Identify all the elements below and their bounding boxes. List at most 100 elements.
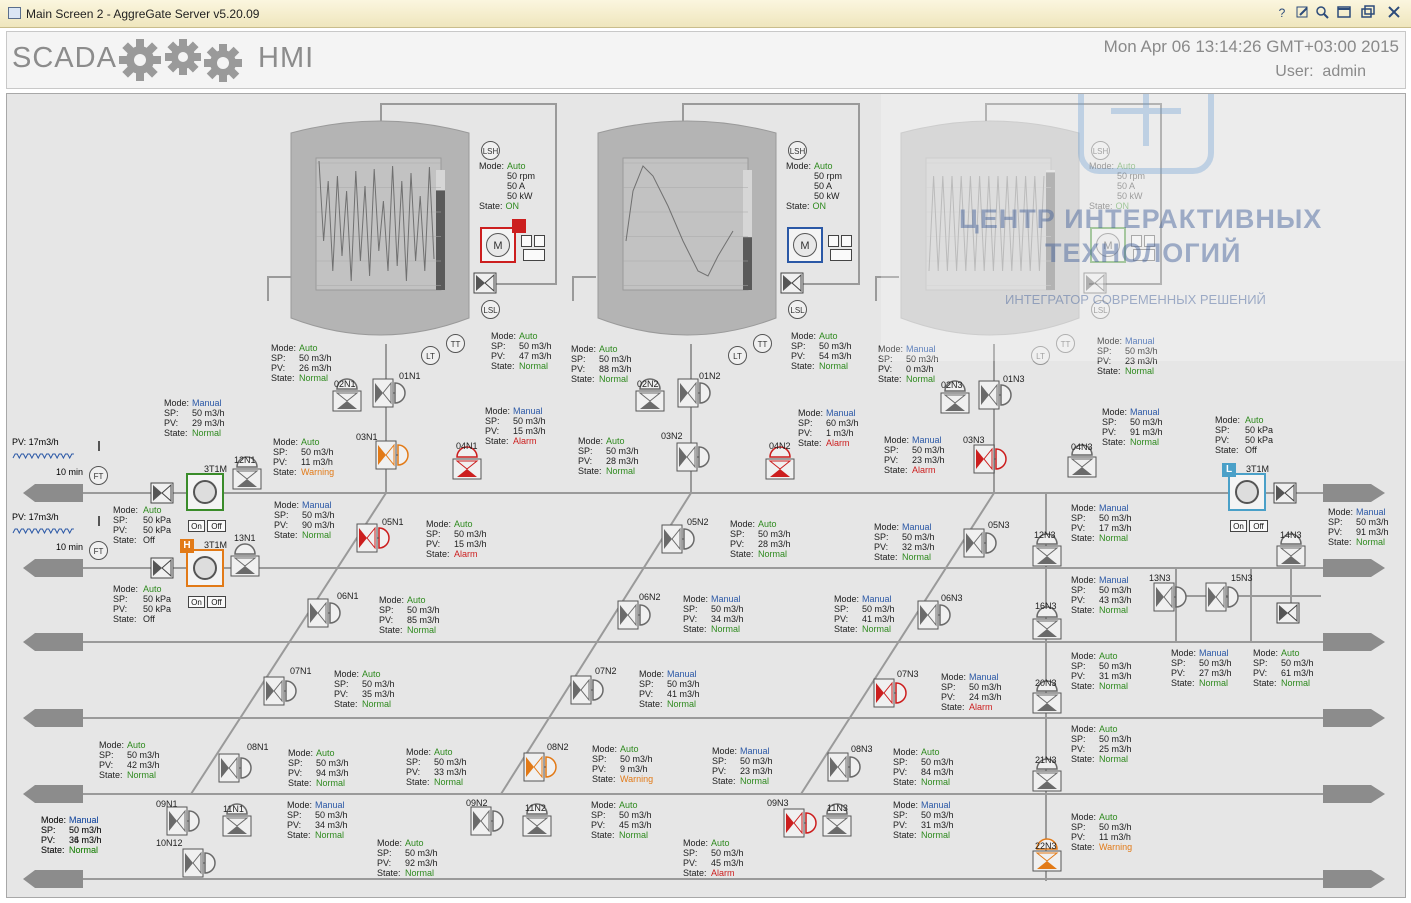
recirc-valve[interactable] <box>1083 272 1107 294</box>
motor-mode-value: Auto <box>814 161 833 171</box>
valve-02n1[interactable] <box>332 378 362 412</box>
tank-trend-line <box>625 165 734 277</box>
valve-08n3[interactable] <box>827 752 861 782</box>
recirc-valve[interactable] <box>473 272 497 294</box>
valve-09n3[interactable] <box>783 808 817 838</box>
valve-mode-value: Manual <box>513 406 543 416</box>
tank-motor[interactable]: M <box>480 227 516 263</box>
pump-off-button[interactable]: Off <box>207 596 226 608</box>
valve-03n2[interactable] <box>676 442 710 472</box>
motor-b2-button[interactable] <box>841 235 852 247</box>
motor-icon: M <box>793 233 817 257</box>
valve-07n3[interactable] <box>873 678 907 708</box>
valve-08n2[interactable] <box>523 752 557 782</box>
motor-b2-button[interactable] <box>534 235 545 247</box>
state-label: State: <box>874 552 898 562</box>
valve-12n1[interactable] <box>232 456 262 490</box>
edit-icon[interactable] <box>1293 5 1311 22</box>
help-icon[interactable]: ? <box>1278 6 1286 20</box>
maximize-icon[interactable] <box>1335 5 1353 22</box>
valve-05n3[interactable] <box>963 528 997 558</box>
valve-15n3[interactable] <box>1205 582 1239 612</box>
motor-amps-value: 50 A <box>507 181 526 191</box>
valve-06n1[interactable] <box>307 598 341 628</box>
motor-b2-button[interactable] <box>1144 235 1155 247</box>
tank-t3 <box>900 120 1080 336</box>
valve-01n1[interactable] <box>372 378 406 408</box>
motor-b1-button[interactable] <box>521 235 532 247</box>
tank-motor[interactable]: M <box>1090 227 1126 263</box>
motor-b3-button[interactable] <box>523 249 545 261</box>
valve-07n1[interactable] <box>263 676 297 706</box>
restore-icon[interactable] <box>1359 5 1377 22</box>
valve-13n3[interactable] <box>1153 582 1187 612</box>
pump-off-button[interactable]: Off <box>1249 520 1268 532</box>
state-label: State: <box>730 549 754 559</box>
valve-id-label: 08N2 <box>547 742 569 752</box>
zoom-icon[interactable] <box>1313 5 1331 22</box>
check-valve[interactable] <box>1276 602 1300 624</box>
check-valve[interactable] <box>1273 482 1297 504</box>
valve-14n3[interactable] <box>1276 533 1306 567</box>
valve-01n2[interactable] <box>677 378 711 408</box>
pump-on-button[interactable]: On <box>1230 520 1247 532</box>
pump-off-button[interactable]: Off <box>207 520 226 532</box>
check-valve[interactable] <box>150 482 174 504</box>
valve-13n1[interactable] <box>230 543 260 577</box>
valve-08n1[interactable] <box>218 753 252 783</box>
outlet-arrow <box>1323 633 1385 651</box>
pump-on-button[interactable]: On <box>188 596 205 608</box>
valve-11n1[interactable] <box>222 803 252 837</box>
valve-mode-value: Manual <box>826 408 856 418</box>
pump-3[interactable] <box>1228 473 1266 511</box>
motor-b3-button[interactable] <box>830 249 852 261</box>
valve-sp-value: 50 m3/h <box>606 446 639 456</box>
valve-01n3[interactable] <box>978 380 1012 410</box>
pump-icon <box>193 556 217 580</box>
recirc-valve[interactable] <box>780 272 804 294</box>
valve-05n2[interactable] <box>661 524 695 554</box>
valve-11n2[interactable] <box>522 803 552 837</box>
valve-04n1[interactable] <box>452 446 482 480</box>
pump-sp-value: 50 kPa <box>143 594 172 604</box>
mode-label: Mode: <box>578 436 604 446</box>
valve-02n2[interactable] <box>635 378 665 412</box>
valve-09n1[interactable] <box>166 806 200 836</box>
valve-sp-value: 50 m3/h <box>315 810 348 820</box>
valve-06n2[interactable] <box>617 600 651 630</box>
pump-1[interactable] <box>186 473 224 511</box>
valve-07n2[interactable] <box>570 675 604 705</box>
valve-21n3[interactable] <box>1032 758 1062 792</box>
valve-pv-value: 91 m3/h <box>1130 427 1163 437</box>
valve-03n3[interactable] <box>973 444 1007 474</box>
valve-04n3[interactable] <box>1067 444 1097 478</box>
valve-20n3[interactable] <box>1032 680 1062 714</box>
valve-05n1[interactable] <box>356 523 390 553</box>
state-label: State: <box>1071 533 1095 543</box>
valve-12n3[interactable] <box>1032 533 1062 567</box>
valve-11n3[interactable] <box>822 803 852 837</box>
state-label: State: <box>941 702 965 712</box>
valve-16n3[interactable] <box>1032 606 1062 640</box>
pump-2[interactable] <box>186 549 224 587</box>
watermark-line1: ЦЕНТР ИНТЕРАКТИВНЫХ <box>959 204 1323 234</box>
valve-10n12[interactable] <box>182 848 216 878</box>
tank-motor[interactable]: M <box>787 227 823 263</box>
motor-b1-button[interactable] <box>828 235 839 247</box>
valve-03n1[interactable] <box>375 440 409 470</box>
check-valve[interactable] <box>150 557 174 579</box>
valve-state-value: Normal <box>758 549 788 559</box>
valve-09n2[interactable] <box>470 806 504 836</box>
sp-label: SP: <box>712 756 727 766</box>
close-icon[interactable] <box>1385 5 1403 22</box>
valve-04n2[interactable] <box>765 446 795 480</box>
motor-rpm-value: 50 rpm <box>814 171 843 181</box>
valve-sp-value: 50 m3/h <box>1099 585 1132 595</box>
valve-22n3[interactable] <box>1032 838 1062 872</box>
valve-02n3[interactable] <box>940 380 970 414</box>
motor-b3-button[interactable] <box>1133 249 1155 261</box>
valve-06n3[interactable] <box>917 600 951 630</box>
pump-on-button[interactable]: On <box>188 520 205 532</box>
motor-b1-button[interactable] <box>1131 235 1142 247</box>
